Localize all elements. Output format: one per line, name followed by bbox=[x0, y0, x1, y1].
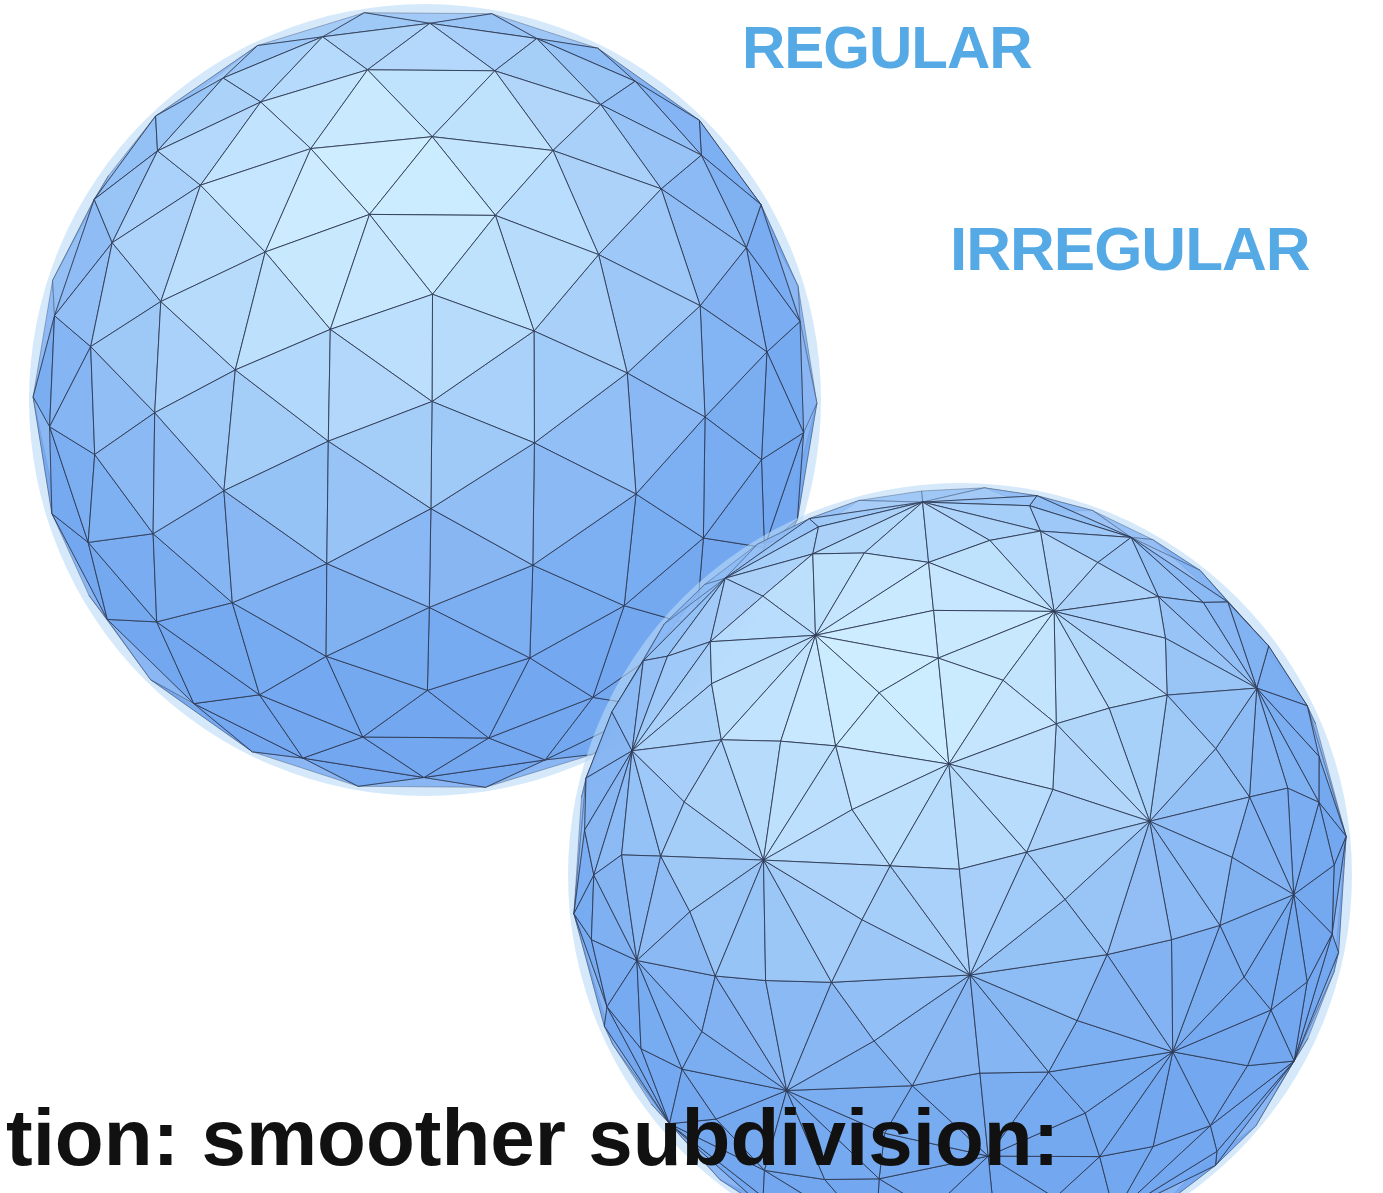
mesh-face bbox=[710, 596, 815, 642]
mesh-face bbox=[1054, 611, 1109, 723]
mesh-face bbox=[890, 866, 970, 975]
mesh-face bbox=[91, 302, 161, 413]
mesh-face bbox=[235, 329, 330, 441]
mesh-face bbox=[1165, 638, 1256, 695]
mesh-face bbox=[832, 975, 970, 1041]
regular-sphere bbox=[29, 4, 821, 796]
mesh-face bbox=[862, 866, 970, 975]
mesh-face bbox=[949, 764, 1027, 869]
mesh-face bbox=[1172, 925, 1220, 1051]
sphere-label: IRREGULAR bbox=[950, 218, 1310, 280]
mesh-face bbox=[929, 562, 1055, 611]
mesh-face bbox=[700, 306, 767, 417]
mesh-face bbox=[762, 352, 804, 460]
mesh-face bbox=[432, 294, 534, 401]
sphere-label: REGULAR bbox=[742, 18, 1032, 78]
sphere-halo bbox=[568, 483, 1352, 1193]
mesh-face bbox=[328, 402, 432, 509]
mesh-face bbox=[155, 370, 236, 491]
slide-heading-fragment: tion: smoother subdivision: bbox=[6, 1098, 1059, 1178]
mesh-face bbox=[224, 441, 328, 563]
mesh-face bbox=[363, 737, 489, 778]
mesh-face bbox=[703, 417, 761, 538]
mesh-face bbox=[534, 331, 627, 443]
sphere-halo bbox=[29, 4, 821, 796]
mesh-face bbox=[95, 413, 155, 534]
mesh-face bbox=[864, 502, 928, 562]
mesh-face bbox=[533, 443, 636, 565]
irregular-sphere bbox=[568, 483, 1352, 1193]
mesh-face bbox=[715, 860, 765, 980]
mesh-face bbox=[370, 137, 496, 216]
mesh-face bbox=[88, 534, 157, 622]
mesh-face bbox=[368, 23, 495, 71]
mesh-face bbox=[632, 684, 721, 751]
mesh-face bbox=[627, 373, 705, 494]
mesh-face bbox=[1220, 857, 1294, 925]
mesh-face bbox=[929, 540, 1055, 611]
mesh-face bbox=[50, 347, 95, 455]
mesh-face bbox=[574, 875, 594, 940]
mesh-face bbox=[959, 852, 1026, 975]
mesh-face bbox=[607, 961, 641, 1049]
mesh-face bbox=[311, 70, 432, 149]
mesh-face bbox=[825, 1179, 879, 1193]
mesh-face bbox=[890, 764, 959, 869]
mesh-face bbox=[431, 402, 535, 509]
